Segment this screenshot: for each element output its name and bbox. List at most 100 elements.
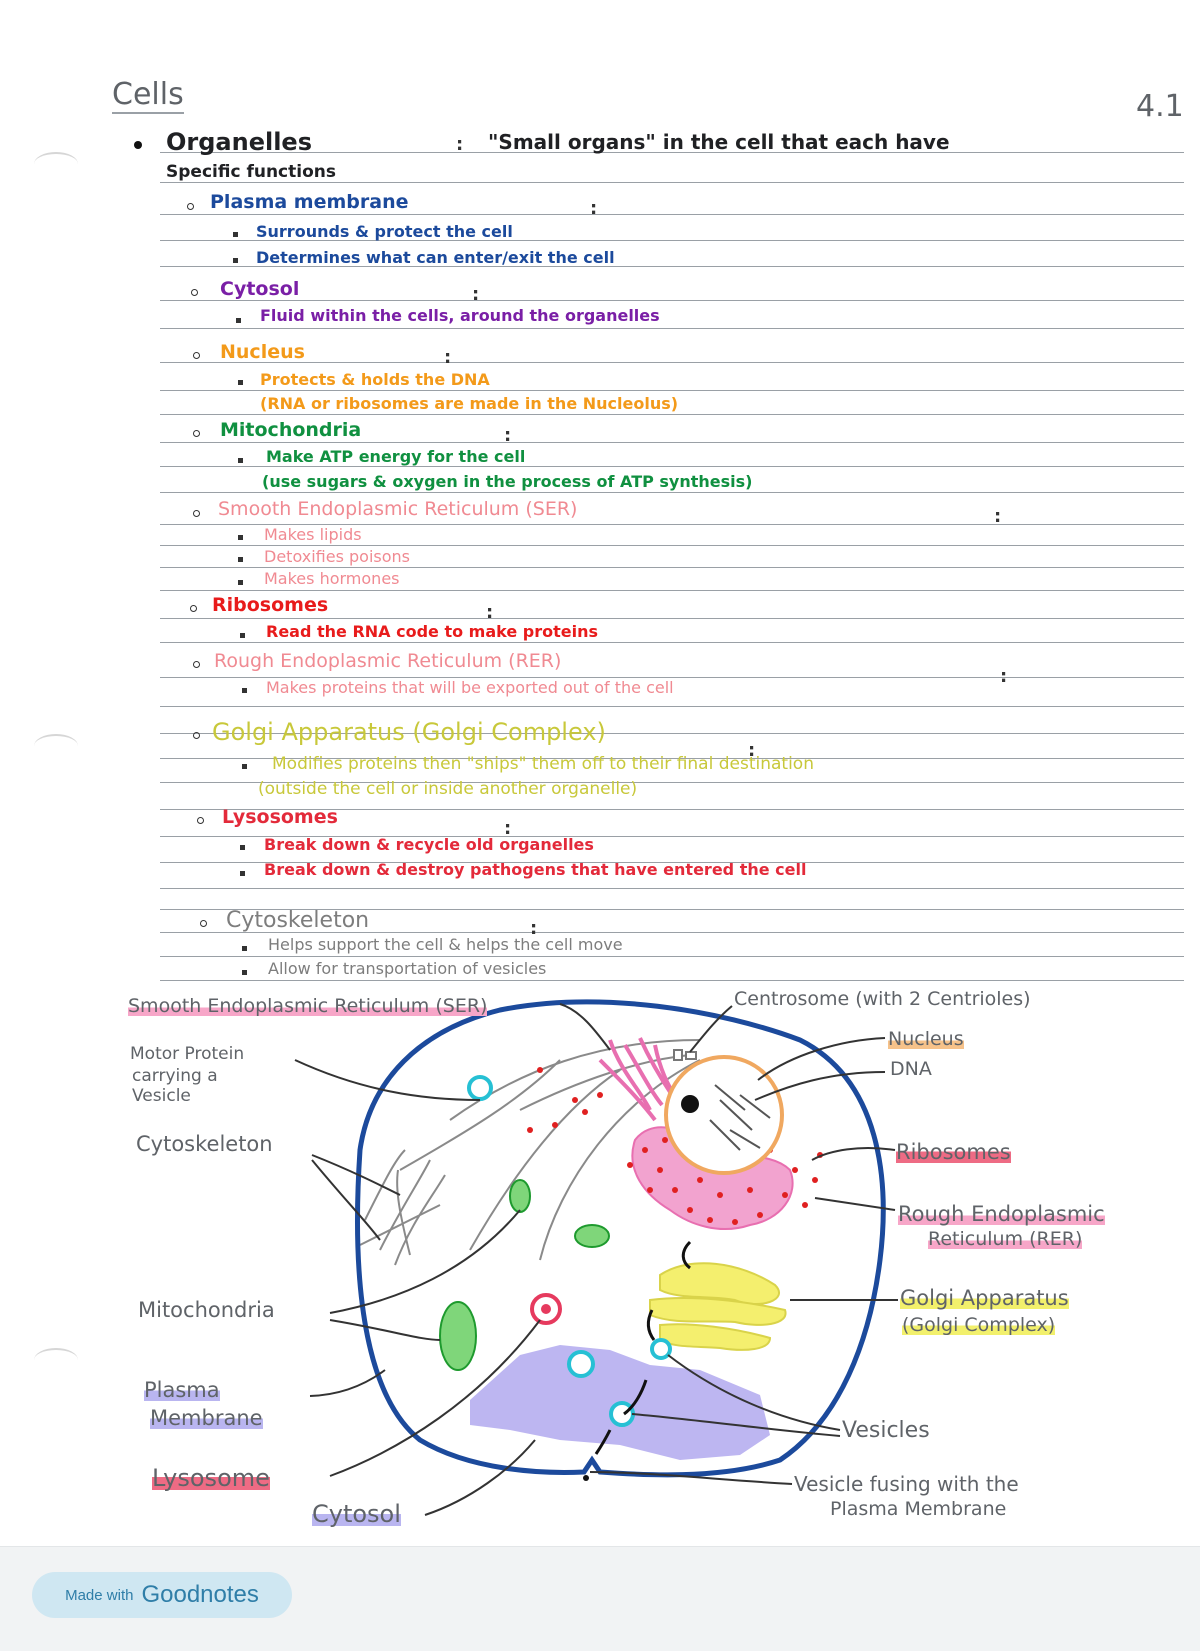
ribosome-dots	[527, 1067, 823, 1225]
bullet	[242, 970, 247, 975]
binder-hole	[34, 734, 78, 758]
nucleolus	[681, 1095, 699, 1113]
detail: Determines what can enter/exit the cell	[256, 248, 615, 267]
organelle-ribosomes: Ribosomes	[212, 594, 329, 616]
plasma-membrane	[355, 999, 886, 1478]
ruled-line	[160, 466, 1184, 467]
organelle-plasma-membrane: Plasma membrane	[210, 191, 409, 213]
leader-lines	[294, 1003, 899, 1516]
bullet	[193, 661, 200, 668]
bullet	[190, 605, 197, 612]
diagram-label-motor-2: carrying a	[132, 1066, 218, 1086]
detail: Protects & holds the DNA	[260, 370, 490, 389]
ruled-line	[160, 932, 1184, 933]
diagram-label-vesicles: Vesicles	[842, 1418, 930, 1443]
ruled-line	[160, 524, 1184, 525]
diagram-label-golgi-2: (Golgi Complex)	[902, 1314, 1056, 1336]
ruled-line	[160, 618, 1184, 619]
bullet	[242, 764, 247, 769]
ser-organelle	[598, 1037, 678, 1122]
detail: (RNA or ribosomes are made in the Nucleo…	[260, 394, 679, 413]
bullet	[240, 633, 245, 638]
ruled-line	[160, 642, 1184, 643]
detail: Makes lipids	[264, 525, 362, 544]
colon: :	[748, 740, 756, 761]
diagram-label-fusing-2: Plasma Membrane	[830, 1498, 1007, 1520]
bullet	[240, 871, 245, 876]
colon: :	[444, 347, 452, 368]
ruled-line	[160, 956, 1184, 957]
made-with-text: Made with	[65, 1586, 134, 1604]
ruled-line	[160, 328, 1184, 329]
colon: :	[530, 918, 538, 939]
organelles-term: Organelles	[166, 128, 312, 156]
diagram-label-rer-1: Rough Endoplasmic	[898, 1202, 1105, 1226]
bullet	[238, 380, 243, 385]
goodnotes-badge[interactable]: Made with Goodnotes	[32, 1572, 292, 1618]
diagram-label-golgi-1: Golgi Apparatus	[900, 1286, 1069, 1310]
detail: Break down & destroy pathogens that have…	[264, 860, 807, 879]
goodnotes-logo-text: Goodnotes	[141, 1581, 259, 1608]
centrosome	[673, 1049, 697, 1061]
colon: :	[994, 506, 1002, 527]
organelle-golgi: Golgi Apparatus (Golgi Complex)	[212, 718, 606, 746]
bullet	[200, 920, 207, 927]
detail: Detoxifies poisons	[264, 547, 410, 566]
colon: :	[486, 602, 494, 623]
detail: (outside the cell or inside another orga…	[258, 779, 638, 799]
diagram-label-lysosome: Lysosome	[152, 1464, 270, 1492]
ruled-line	[160, 836, 1184, 837]
ruled-line	[160, 567, 1184, 568]
binder-hole	[34, 1348, 78, 1372]
diagram-label-motor-1: Motor Protein	[130, 1044, 245, 1064]
diagram-label-plasma-1: Plasma	[144, 1378, 220, 1402]
diagram-label-mitochondria: Mitochondria	[138, 1298, 275, 1322]
organelle-cytosol: Cytosol	[220, 278, 300, 300]
ruled-line	[160, 362, 1184, 363]
bullet	[242, 688, 247, 693]
ruled-line	[160, 240, 1184, 241]
colon: :	[456, 134, 464, 155]
organelles-definition: "Small organs" in the cell that each hav…	[488, 130, 950, 154]
diagram-label-centrosome: Centrosome (with 2 Centrioles)	[734, 988, 1031, 1010]
organelle-ser: Smooth Endoplasmic Reticulum (SER)	[218, 498, 578, 520]
ruled-line	[160, 152, 1184, 153]
bullet	[242, 946, 247, 951]
ruled-line	[160, 782, 1184, 783]
ruled-line	[160, 390, 1184, 391]
detail: Read the RNA code to make proteins	[266, 622, 599, 641]
bullet	[134, 141, 142, 149]
diagram-label-ribosomes: Ribosomes	[896, 1140, 1011, 1164]
detail: Surrounds & protect the cell	[256, 222, 513, 241]
ruled-line	[160, 809, 1184, 810]
bullet	[240, 845, 245, 850]
organelle-lysosomes: Lysosomes	[222, 806, 338, 828]
diagram-label-cytosol: Cytosol	[312, 1500, 401, 1528]
colon: :	[504, 818, 512, 839]
ruled-line	[160, 758, 1184, 759]
diagram-label-dna: DNA	[890, 1058, 932, 1080]
ruled-line	[160, 888, 1184, 889]
colon: :	[504, 425, 512, 446]
detail: Break down & recycle old organelles	[264, 835, 594, 854]
ruled-line	[160, 862, 1184, 863]
organelle-nucleus: Nucleus	[220, 341, 305, 363]
ruled-line	[160, 414, 1184, 415]
dna-strands	[709, 1084, 771, 1151]
page-title: Cells	[112, 77, 184, 114]
detail: Makes hormones	[264, 569, 400, 588]
detail: Allow for transportation of vesicles	[268, 959, 547, 978]
mitochondria-organelles	[439, 1179, 610, 1371]
ruled-line	[160, 214, 1184, 215]
diagram-label-fusing-1: Vesicle fusing with the	[794, 1472, 1019, 1496]
ruled-line	[160, 590, 1184, 591]
ruled-line	[160, 492, 1184, 493]
bullet	[191, 289, 198, 296]
transport-arrows	[594, 1240, 692, 1455]
detail: Makes proteins that will be exported out…	[266, 678, 674, 697]
bullet	[238, 580, 243, 585]
ruled-line	[160, 266, 1184, 267]
bullet	[238, 557, 243, 562]
organelles-definition-cont: Specific functions	[166, 162, 336, 182]
detail: Fluid within the cells, around the organ…	[260, 306, 660, 325]
